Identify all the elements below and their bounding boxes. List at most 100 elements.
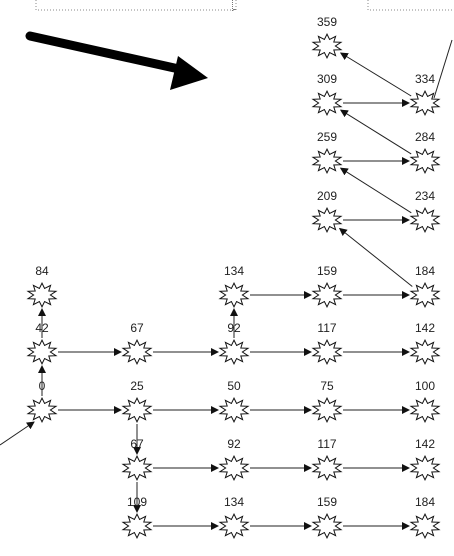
edge-n334-n359: [339, 52, 412, 97]
graph-node: 359: [311, 15, 343, 60]
graph-node: 234: [409, 189, 441, 234]
node-star-icon: [409, 512, 441, 540]
node-star-icon: [409, 454, 441, 482]
graph-node: 67: [121, 321, 153, 366]
node-label: 0: [39, 379, 46, 393]
node-star-icon: [121, 396, 153, 424]
node-label: 209: [317, 189, 337, 203]
node-label: 100: [415, 379, 435, 393]
node-star-icon: [311, 338, 343, 366]
node-label: 284: [415, 130, 435, 144]
node-label: 184: [415, 495, 435, 509]
nodes-layer: 359 309 334 259 284 209 234 84 134 159 184 42 67 92 11…: [26, 15, 441, 540]
graph-node: 0: [26, 379, 58, 424]
node-star-icon: [409, 281, 441, 309]
node-label: 309: [317, 72, 337, 86]
node-star-icon: [409, 338, 441, 366]
graph-node: 184: [409, 495, 441, 540]
node-star-icon: [26, 338, 58, 366]
graph-node: 284: [409, 130, 441, 175]
node-star-icon: [218, 338, 250, 366]
node-label: 75: [320, 379, 334, 393]
graph-node: 117: [311, 437, 343, 482]
node-label: 67: [130, 321, 144, 335]
node-star-icon: [311, 281, 343, 309]
node-star-icon: [218, 396, 250, 424]
node-label: 159: [317, 495, 337, 509]
graph-node: 259: [311, 130, 343, 175]
node-star-icon: [311, 147, 343, 175]
edge-n184a-n209: [338, 227, 413, 287]
edge-offscreen: [433, 39, 453, 99]
node-star-icon: [311, 32, 343, 60]
graph-node: 84: [26, 264, 58, 309]
graph-node: 25: [121, 379, 153, 424]
node-label: 117: [317, 321, 336, 335]
node-star-icon: [311, 454, 343, 482]
graph-node: 67: [121, 437, 153, 482]
node-label: 92: [227, 321, 241, 335]
node-star-icon: [26, 281, 58, 309]
node-label: 84: [35, 264, 49, 278]
node-star-icon: [409, 206, 441, 234]
node-label: 234: [415, 189, 435, 203]
node-label: 42: [35, 321, 49, 335]
node-label: 25: [130, 379, 144, 393]
node-label: 50: [227, 379, 241, 393]
node-label: 259: [317, 130, 337, 144]
graph-node: 134: [218, 495, 250, 540]
node-label: 334: [415, 72, 435, 86]
graph-node: 142: [409, 321, 441, 366]
graph-node: 309: [311, 72, 343, 117]
graph-node: 75: [311, 379, 343, 424]
graph-node: 159: [311, 264, 343, 309]
node-star-icon: [26, 396, 58, 424]
node-label: 67: [130, 437, 144, 451]
graph-node: 209: [311, 189, 343, 234]
graph-node: 184: [409, 264, 441, 309]
graph-node: 100: [409, 379, 441, 424]
node-star-icon: [218, 512, 250, 540]
node-star-icon: [121, 454, 153, 482]
node-star-icon: [121, 338, 153, 366]
big-arrow: [25, 31, 208, 90]
top-left-frame: [232, 0, 233, 11]
graph-node: 109: [121, 495, 153, 540]
node-label: 184: [415, 264, 435, 278]
node-label: 142: [415, 437, 435, 451]
graph-node: 117: [311, 321, 343, 366]
edge-n284-n309: [339, 109, 412, 155]
node-star-icon: [311, 206, 343, 234]
top-right-box: [367, 0, 454, 11]
graph-node: 142: [409, 437, 441, 482]
top-left-box: [35, 0, 237, 11]
node-star-icon: [409, 89, 441, 117]
node-star-icon: [409, 147, 441, 175]
graph-node: 92: [218, 321, 250, 366]
graph-node: 134: [218, 264, 250, 309]
node-label: 142: [415, 321, 435, 335]
node-label: 134: [224, 495, 244, 509]
node-star-icon: [218, 281, 250, 309]
node-label: 109: [127, 495, 147, 509]
node-label: 359: [317, 15, 337, 29]
node-label: 92: [227, 437, 241, 451]
edge-n234-n259: [339, 167, 412, 214]
node-label: 117: [317, 437, 336, 451]
edges-layer: [38, 52, 413, 530]
node-star-icon: [311, 396, 343, 424]
graph-node: 159: [311, 495, 343, 540]
node-star-icon: [409, 396, 441, 424]
graph-node: 42: [26, 321, 58, 366]
node-star-icon: [311, 89, 343, 117]
node-label: 159: [317, 264, 337, 278]
graph-node: 334: [409, 72, 441, 117]
node-star-icon: [218, 454, 250, 482]
node-label: 134: [224, 264, 244, 278]
graph-node: 92: [218, 437, 250, 482]
entry-arrow: [0, 421, 35, 446]
graph-node: 50: [218, 379, 250, 424]
node-star-icon: [121, 512, 153, 540]
node-star-icon: [311, 512, 343, 540]
